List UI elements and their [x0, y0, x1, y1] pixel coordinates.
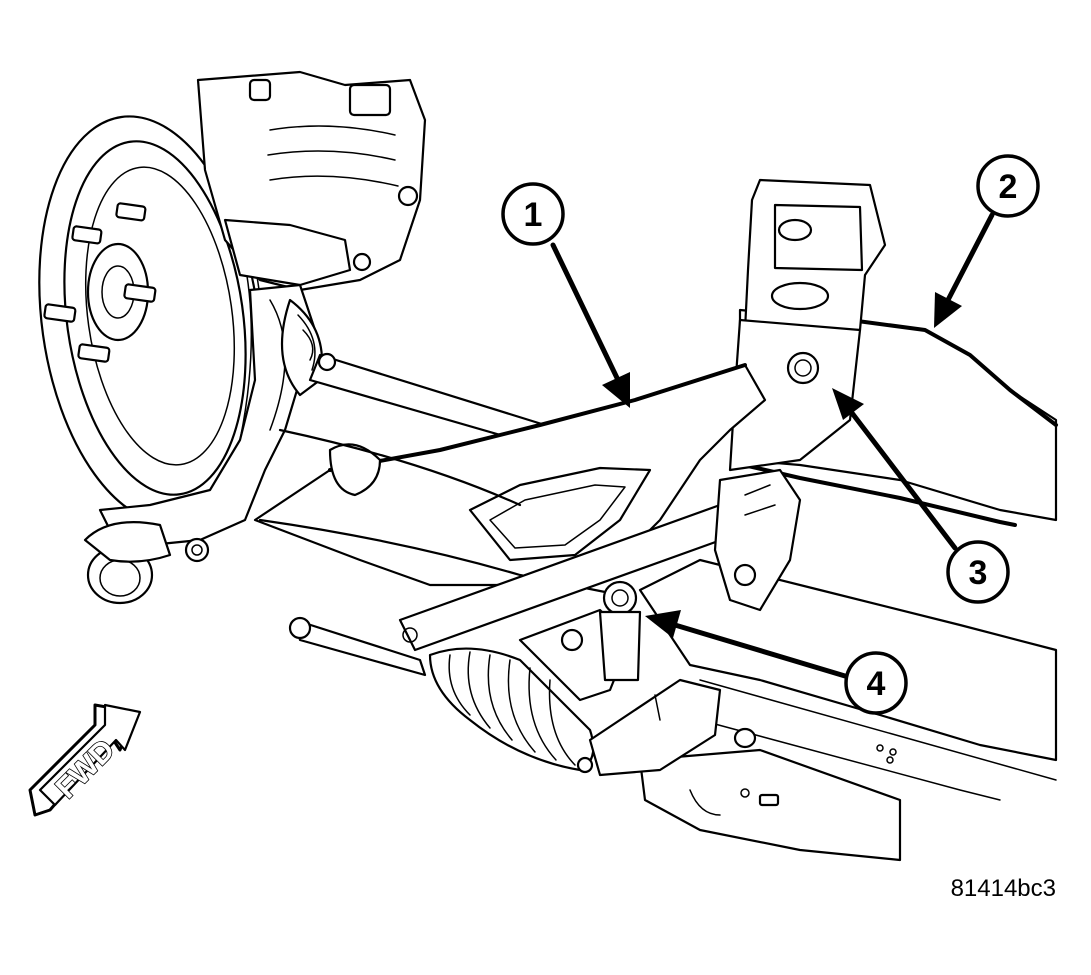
callout-2-number: 2	[999, 168, 1018, 206]
callout-3-number: 3	[969, 554, 988, 592]
steering-rack	[288, 608, 722, 777]
drive-axle	[280, 298, 547, 447]
rack-boot-ribs	[448, 651, 576, 766]
callout-1-number: 1	[524, 196, 543, 234]
rear-bushing-bracket	[713, 468, 802, 612]
bolt-4	[598, 580, 642, 682]
callout-1: 1	[501, 182, 630, 408]
lower-control-arm	[253, 363, 767, 597]
callout-2: 2	[934, 154, 1040, 328]
wheel-studs	[43, 202, 157, 363]
figure-id: 81414bc3	[950, 875, 1056, 902]
callout-4-number: 4	[867, 665, 886, 703]
wheel-hub	[43, 202, 157, 363]
bolt-3	[786, 351, 820, 385]
forward-arrow-icon: FWD	[28, 703, 142, 817]
callout-4: 4	[645, 610, 908, 715]
brake-caliper	[196, 70, 427, 292]
callout-3: 3	[832, 388, 1010, 604]
ball-joint	[83, 521, 210, 605]
